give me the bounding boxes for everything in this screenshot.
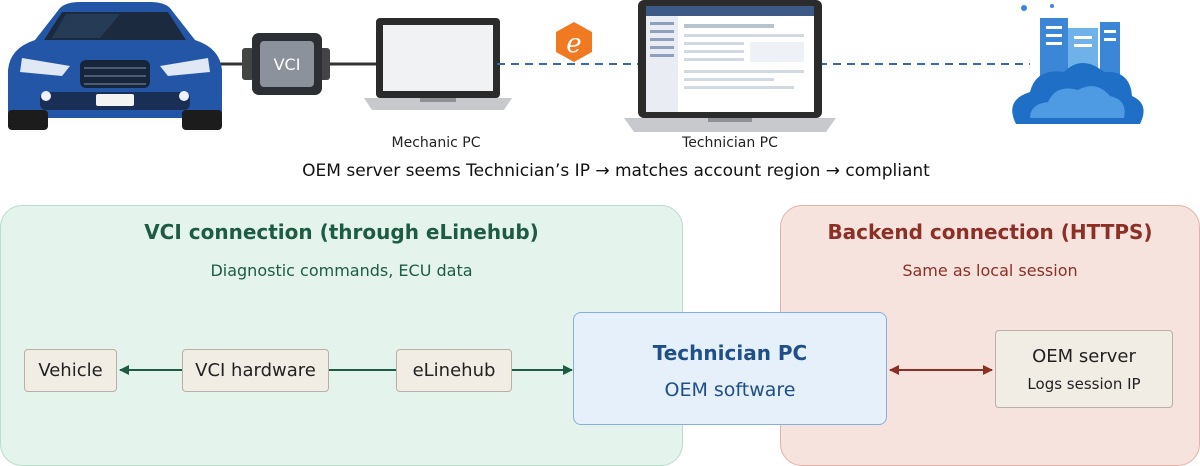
vci-connection-panel: VCI connection (through eLinehub) Diagno…: [0, 205, 683, 466]
technician-pc-title: Technician PC: [652, 341, 808, 365]
vehicle-node: Vehicle: [24, 349, 117, 392]
laptop-icon: [364, 18, 512, 110]
elinehub-node: eLinehub: [396, 349, 512, 392]
backend-panel-title: Backend connection (HTTPS): [827, 220, 1153, 244]
technician-pc-label: Technician PC: [682, 135, 778, 151]
vci-label: VCI: [274, 55, 301, 74]
technician-pc-subtitle: OEM software: [664, 379, 796, 401]
vci-hardware-node: VCI hardware: [182, 349, 329, 392]
oem-server-node: OEM server Logs session IP: [995, 330, 1173, 408]
svg-text:e: e: [566, 29, 581, 59]
backend-panel-subtitle: Same as local session: [902, 261, 1078, 280]
vci-panel-subtitle: Diagnostic commands, ECU data: [210, 261, 473, 280]
oem-server-subtitle: Logs session IP: [1027, 374, 1141, 393]
vci-device-icon: VCI: [242, 33, 330, 95]
oem-server-title: OEM server: [1032, 345, 1136, 367]
mechanic-pc-label: Mechanic PC: [391, 135, 481, 151]
top-illustration: VCI e: [8, 0, 1144, 132]
technician-pc-box: Technician PC OEM software: [573, 312, 887, 425]
car-icon: [8, 2, 222, 130]
laptop-icon: [624, 0, 836, 132]
vci-panel-title: VCI connection (through eLinehub): [144, 220, 539, 244]
cloud-server-icon: [1012, 4, 1144, 124]
compliance-summary: OEM server seems Technician’s IP → match…: [302, 161, 930, 181]
elinehub-logo-icon: e: [556, 22, 592, 62]
